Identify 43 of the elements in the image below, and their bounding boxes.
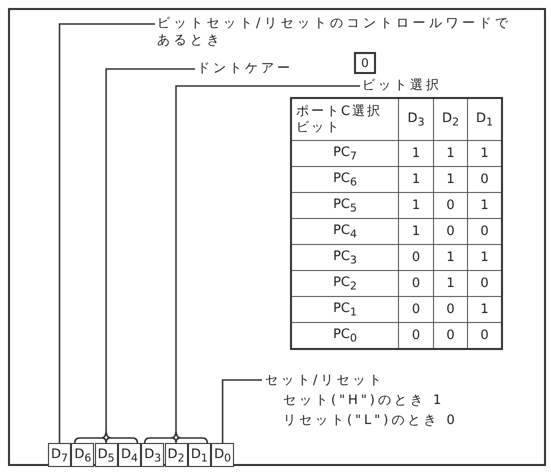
- table-cell: PC$_{2}$: [291, 270, 398, 296]
- bit-cell: D$_{2}$: [164, 443, 188, 467]
- leader-label: ビット選択: [362, 76, 442, 96]
- table-cell: PC$_{7}$: [291, 140, 398, 166]
- table-cell: PC$_{6}$: [291, 166, 398, 192]
- table-cell: 1: [398, 140, 434, 166]
- bit-cell: D$_{6}$: [71, 443, 94, 467]
- table-cell: 0: [398, 244, 434, 270]
- table-cell: 0: [398, 270, 434, 296]
- leader-line: [222, 379, 262, 443]
- table-cell: 0: [398, 296, 434, 322]
- table-cell: 1: [434, 244, 468, 270]
- table-cell: 1: [434, 140, 468, 166]
- table-cell: PC$_{1}$: [291, 296, 398, 322]
- table-cell: 1: [398, 192, 434, 218]
- leader-label: ドントケアー: [197, 59, 293, 79]
- header-cell: D$_{2}$: [434, 98, 468, 140]
- table-cell: 1: [434, 270, 468, 296]
- table-cell: 1: [398, 218, 434, 244]
- header-cell: ポートC選択ビット: [291, 98, 398, 140]
- note-text: セット("H")のとき 1: [283, 392, 446, 410]
- leader-label: セット/リセット: [265, 372, 386, 390]
- leader-label: ビットセット/リセットのコントロールワードであるとき: [157, 15, 523, 49]
- note-text: リセット("L")のとき 0: [283, 412, 458, 430]
- value-box: 0: [354, 52, 376, 74]
- table-cell: PC$_{4}$: [291, 218, 398, 244]
- bit-cell: D$_{0}$: [211, 443, 234, 467]
- bit-cell: D$_{7}$: [48, 443, 71, 467]
- bracket-leader-line: [144, 85, 361, 444]
- bracket-leader-line: [74, 68, 196, 444]
- bit-cell: D$_{1}$: [188, 443, 211, 467]
- table-cell: PC$_{5}$: [291, 192, 398, 218]
- bit-cell: D$_{4}$: [118, 443, 141, 467]
- table-cell: PC$_{3}$: [291, 244, 398, 270]
- table-cell: 0: [434, 218, 468, 244]
- table-cell: 1: [398, 166, 434, 192]
- leader-line: [58, 23, 155, 443]
- table-cell: 1: [434, 166, 468, 192]
- table-cell: 0: [434, 296, 468, 322]
- header-cell: D$_{3}$: [398, 98, 434, 140]
- table-cell: 0: [434, 192, 468, 218]
- bit-cell: D$_{5}$: [94, 443, 118, 467]
- bit-cell: D$_{3}$: [141, 443, 164, 467]
